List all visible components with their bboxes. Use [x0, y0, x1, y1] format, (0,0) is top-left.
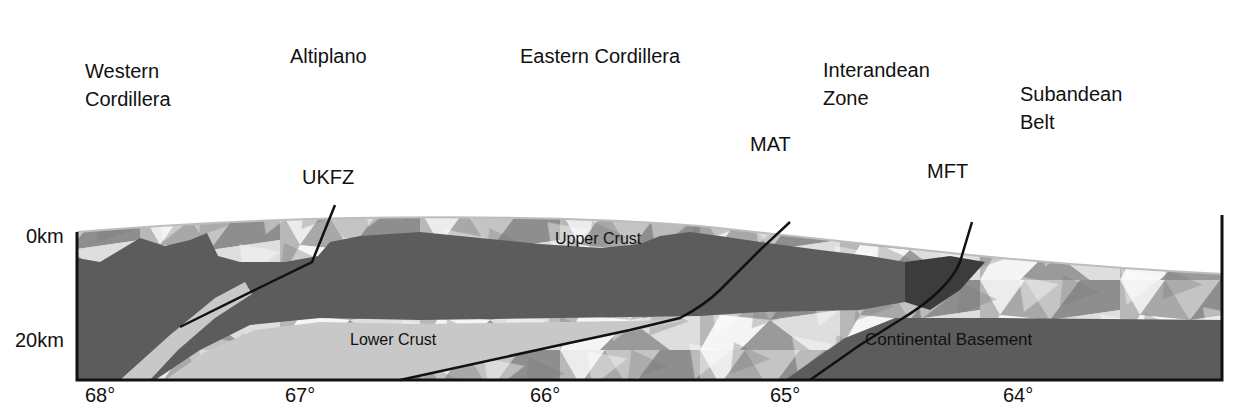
section-frame — [77, 215, 1222, 380]
fault-name: UKFZ — [302, 163, 354, 191]
region-name: Subandean Belt — [1020, 80, 1135, 136]
depth-label: 20km — [15, 326, 64, 354]
region-name: Interandean Zone — [823, 56, 948, 112]
fault-line — [810, 222, 972, 380]
longitude-label: 68° — [85, 381, 115, 409]
fault-line — [180, 205, 335, 327]
fault-name: MFT — [927, 157, 968, 185]
layer-name: Continental Basement — [865, 326, 1032, 354]
layer-name: Lower Crust — [350, 326, 436, 354]
region-name: Western Cordillera — [85, 57, 215, 113]
longitude-label: 66° — [530, 381, 560, 409]
region-name: Altiplano — [290, 42, 367, 70]
layer-name: Upper Crust — [555, 225, 641, 253]
region-name: Eastern Cordillera — [520, 42, 680, 70]
longitude-label: 65° — [770, 381, 800, 409]
depth-label: 0km — [26, 222, 64, 250]
fault-line — [400, 222, 790, 380]
fault-name: MAT — [750, 130, 791, 158]
longitude-label: 67° — [285, 381, 315, 409]
longitude-label: 64° — [1003, 381, 1033, 409]
